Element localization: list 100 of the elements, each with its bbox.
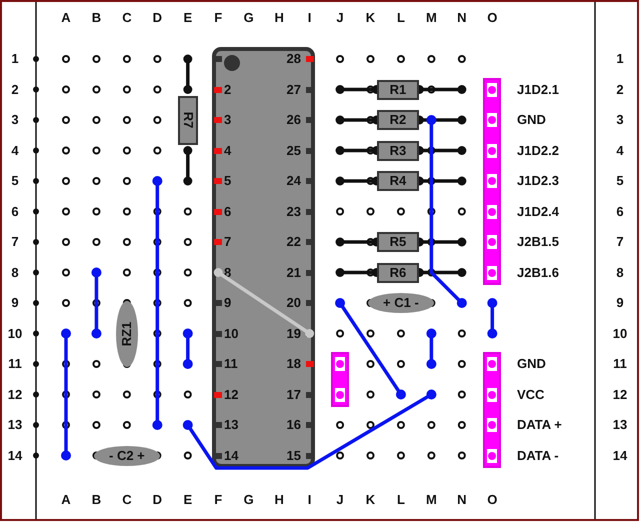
- row-number: 2: [616, 82, 624, 96]
- pin-number: 18: [286, 357, 301, 371]
- pin-number: 16: [286, 418, 301, 432]
- row-number: 3: [11, 113, 19, 127]
- row-number: 13: [8, 418, 22, 432]
- row-number: 9: [616, 296, 624, 310]
- pin-label: J2B1.6: [517, 266, 559, 280]
- pin-label: GND: [517, 113, 546, 127]
- pin-number: 26: [286, 113, 301, 127]
- diode-label: RZ1: [120, 321, 134, 346]
- row-number: 11: [613, 357, 627, 371]
- pin-label: GND: [517, 357, 546, 371]
- resistor-label: R5: [390, 235, 406, 249]
- row-number: 5: [616, 174, 624, 188]
- pin-header: [483, 352, 502, 468]
- pin-label: J1D2.3: [517, 174, 559, 188]
- row-number: 14: [612, 448, 628, 462]
- pin-number: 12: [224, 388, 238, 402]
- row-number: 7: [11, 235, 19, 249]
- resistor-body: [376, 232, 420, 252]
- pin-label: VCC: [517, 388, 544, 402]
- row-number: 4: [616, 144, 624, 158]
- ic-chip: [212, 47, 315, 468]
- pin-number: 17: [286, 388, 301, 402]
- pin-number: 5: [224, 174, 232, 188]
- column-letter: J: [336, 11, 344, 25]
- pin-number: 20: [286, 296, 301, 310]
- column-letter: H: [274, 11, 284, 25]
- column-letter: I: [308, 11, 312, 25]
- column-letter: L: [396, 493, 405, 507]
- resistor-body: [376, 140, 420, 160]
- pin-number: 21: [286, 266, 301, 280]
- row-number: 12: [612, 388, 628, 402]
- pin-number: 11: [224, 357, 238, 371]
- column-letter: A: [61, 493, 71, 507]
- column-letter: C: [122, 493, 132, 507]
- column-letter: J: [336, 493, 344, 507]
- pin-number: 2: [224, 82, 232, 96]
- column-letter: F: [214, 493, 222, 507]
- pin-number: 3: [224, 113, 232, 127]
- resistor-label: R6: [390, 266, 406, 280]
- resistor-label: R1: [390, 82, 406, 96]
- pin-label: DATA +: [517, 418, 562, 432]
- column-letter: C: [122, 11, 132, 25]
- row-number: 1: [11, 52, 19, 66]
- pin-number: 28: [286, 52, 301, 66]
- resistor-label: R4: [390, 174, 406, 188]
- row-number: 9: [11, 296, 19, 310]
- column-letter: K: [366, 11, 376, 25]
- pin-number: 6: [224, 204, 232, 218]
- row-number: 4: [11, 144, 19, 158]
- column-letter: A: [61, 11, 71, 25]
- row-number: 8: [616, 266, 624, 280]
- column-letter: B: [92, 11, 102, 25]
- column-letter: D: [152, 11, 162, 25]
- column-letter: I: [308, 493, 312, 507]
- pin-label: J1D2.4: [517, 204, 559, 218]
- pin-number: 25: [286, 144, 301, 158]
- row-number: 2: [11, 82, 19, 96]
- resistor-body: [376, 110, 420, 130]
- resistor-label: R7: [180, 112, 195, 128]
- resistor-body: [376, 80, 420, 100]
- column-letter: O: [487, 11, 498, 25]
- row-number: 14: [8, 448, 22, 462]
- row-number: 7: [616, 235, 624, 249]
- resistor-body: [376, 262, 420, 282]
- pin-header: [483, 78, 502, 284]
- column-letter: E: [183, 493, 192, 507]
- row-number: 11: [8, 357, 22, 371]
- column-letter: M: [426, 11, 437, 25]
- column-letter: O: [487, 493, 498, 507]
- pin-number: 27: [286, 82, 301, 96]
- column-letter: N: [457, 493, 467, 507]
- capacitor-label: - C2 +: [109, 448, 145, 462]
- pin-number: 4: [224, 144, 232, 158]
- pin-number: 19: [286, 326, 301, 340]
- pin-number: 13: [224, 418, 238, 432]
- pin-number: 7: [224, 235, 232, 249]
- column-letter: G: [244, 11, 254, 25]
- pin-number: 14: [224, 448, 238, 462]
- row-number: 6: [616, 204, 624, 218]
- pin-header: [331, 352, 350, 406]
- resistor-label: R2: [390, 113, 406, 127]
- column-letter: E: [183, 11, 192, 25]
- pin-number: 9: [224, 296, 232, 310]
- pin-number: 23: [286, 204, 301, 218]
- row-number: 10: [8, 326, 22, 340]
- resistor-label: R3: [390, 144, 406, 158]
- row-number: 6: [11, 204, 19, 218]
- column-letter: G: [244, 493, 254, 507]
- row-number: 8: [11, 266, 19, 280]
- row-number: 5: [11, 174, 19, 188]
- resistor-body: [178, 96, 198, 144]
- pin-label: J1D2.1: [517, 82, 559, 96]
- column-letter: M: [426, 493, 437, 507]
- pin-label: DATA -: [517, 448, 559, 462]
- pin-number: 24: [286, 174, 301, 188]
- column-letter: F: [214, 11, 222, 25]
- pin-number: 10: [224, 326, 238, 340]
- resistor-body: [376, 171, 420, 191]
